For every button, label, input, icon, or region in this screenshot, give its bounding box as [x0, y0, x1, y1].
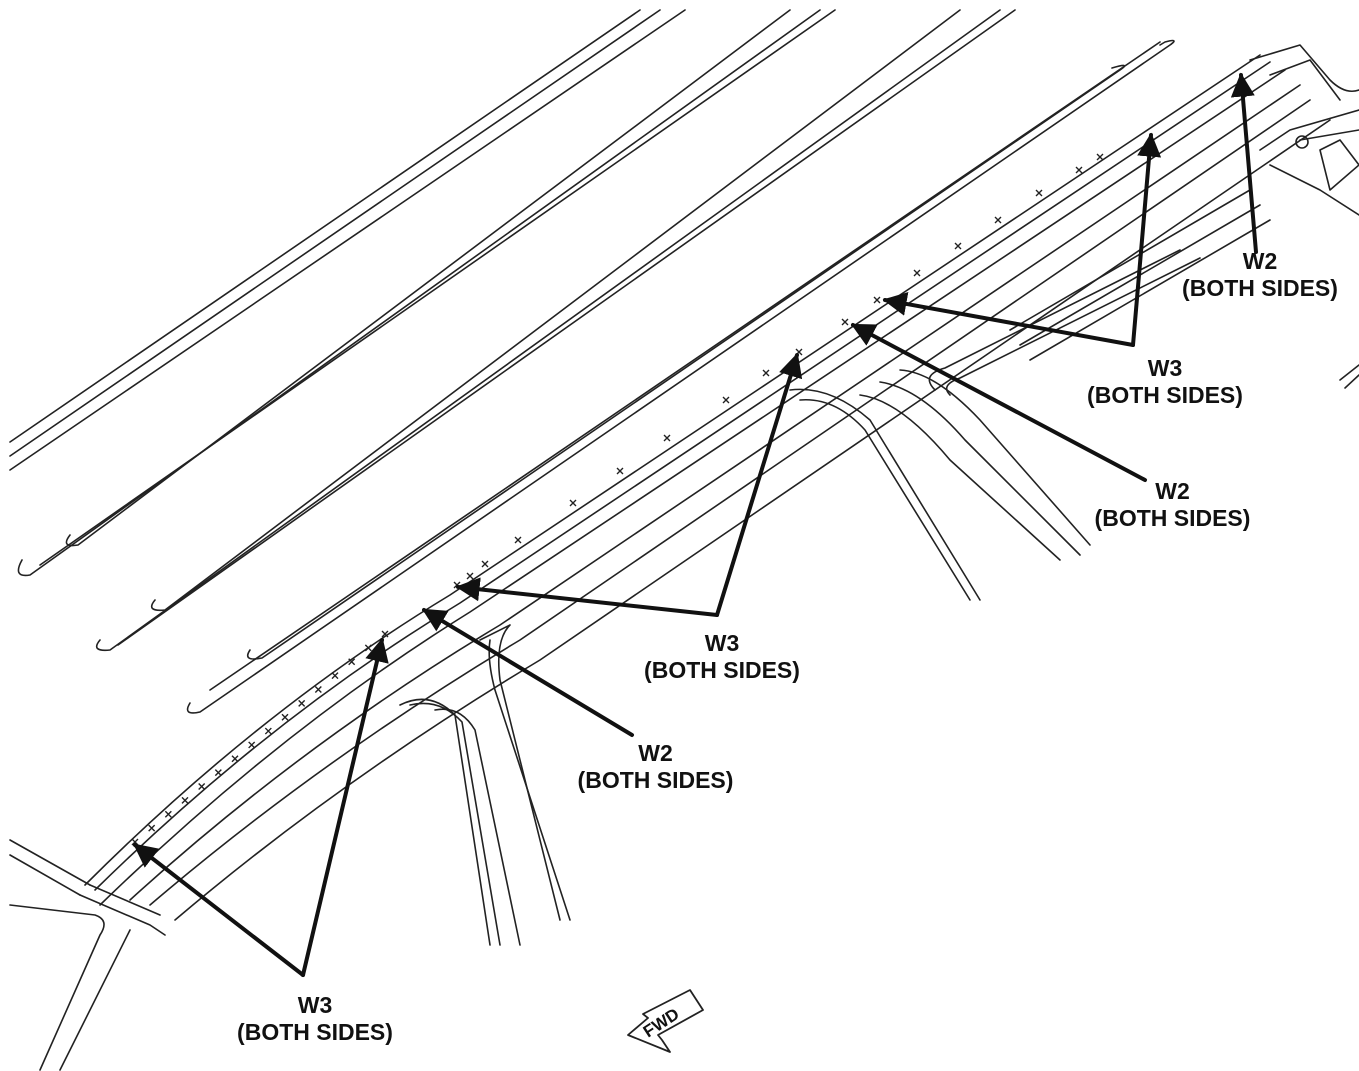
weld-mark — [331, 672, 339, 680]
weld-mark — [616, 467, 624, 475]
callout-w2-top-right: W2 (BOTH SIDES) — [1165, 248, 1355, 302]
roof-rib-1 — [9, 9, 686, 471]
callout-note: (BOTH SIDES) — [1182, 275, 1338, 301]
weld-mark — [214, 769, 222, 777]
weld-mark — [298, 699, 306, 707]
callout-code: W3 — [704, 630, 740, 656]
rear-corner — [1249, 44, 1359, 389]
arrow-w2-mid-right — [850, 323, 1147, 482]
callout-w2-center-low: W2 (BOTH SIDES) — [558, 740, 753, 794]
callout-note: (BOTH SIDES) — [1094, 505, 1251, 531]
arrow-w3-center — [455, 352, 803, 617]
callout-note: (BOTH SIDES) — [644, 657, 800, 683]
weld-mark — [1035, 189, 1043, 197]
callout-note: (BOTH SIDES) — [1087, 382, 1243, 408]
weld-mark — [762, 369, 770, 377]
door-opening-rear — [789, 369, 1091, 601]
weld-mark — [248, 741, 256, 749]
callout-w3-center: W3 (BOTH SIDES) — [622, 630, 822, 684]
weld-mark — [1096, 153, 1104, 161]
weld-mark — [466, 572, 474, 580]
weld-mark — [569, 499, 577, 507]
weld-mark — [231, 755, 239, 763]
weld-mark — [481, 560, 489, 568]
callout-note: (BOTH SIDES) — [237, 1019, 393, 1045]
arrow-w2-center-low — [421, 608, 634, 737]
weld-mark — [514, 536, 522, 544]
weld-mark — [181, 796, 189, 804]
callout-code: W2 — [1155, 478, 1190, 504]
callout-code: W2 — [1242, 248, 1278, 274]
weld-mark — [663, 434, 671, 442]
weld-mark — [148, 824, 156, 832]
callout-note: (BOTH SIDES) — [577, 767, 734, 793]
left-pillar — [9, 839, 166, 1071]
callout-w3-bottom-left: W3 (BOTH SIDES) — [215, 992, 415, 1046]
roof-rib-4 — [186, 39, 1175, 714]
weld-mark — [954, 242, 962, 250]
arrow-w2-top-right — [1230, 72, 1258, 254]
callout-code: W3 — [297, 992, 333, 1018]
weld-mark — [841, 318, 849, 326]
fwd-direction-arrow: FWD — [627, 989, 704, 1053]
roof-rib-2 — [17, 9, 836, 577]
arrow-w3-upper-right — [882, 132, 1162, 347]
callout-code: W2 — [638, 740, 673, 766]
weld-mark — [348, 658, 356, 666]
roof-rib-3 — [95, 9, 1016, 652]
weld-mark — [994, 216, 1002, 224]
weld-mark — [364, 644, 372, 652]
callout-w3-upper-right: W3 (BOTH SIDES) — [1065, 355, 1265, 409]
callout-code: W3 — [1147, 355, 1183, 381]
arrow-w3-bottom-left — [133, 637, 389, 977]
weld-mark — [913, 269, 921, 277]
weld-mark — [873, 296, 881, 304]
weld-mark — [281, 713, 289, 721]
weld-mark — [381, 630, 389, 638]
callout-w2-mid-right: W2 (BOTH SIDES) — [1075, 478, 1270, 532]
weld-mark — [164, 810, 172, 818]
weld-mark — [722, 396, 730, 404]
b-pillar — [399, 624, 571, 946]
weld-mark — [198, 783, 206, 791]
weld-mark — [264, 727, 272, 735]
weld-mark — [1075, 166, 1083, 174]
weld-mark — [314, 685, 322, 693]
